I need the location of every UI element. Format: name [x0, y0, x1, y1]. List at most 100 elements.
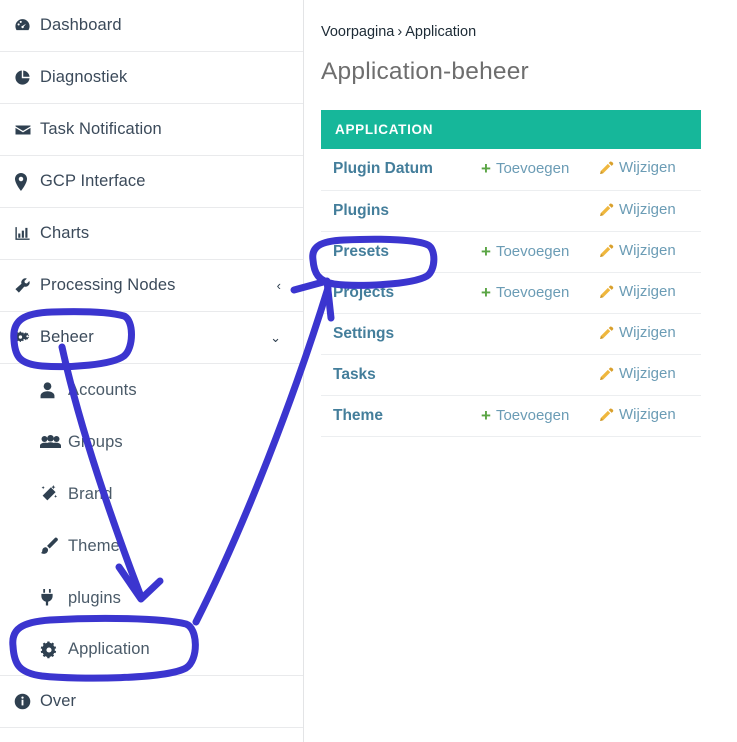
bar-chart-icon [14, 225, 40, 242]
sidebar-item-label: GCP Interface [40, 172, 146, 190]
envelope-icon [14, 121, 40, 139]
page-title: Application-beheer [321, 58, 529, 85]
pencil-icon [599, 243, 614, 258]
pencil-icon [599, 325, 614, 340]
sidebar-item-label: Charts [40, 224, 90, 242]
model-link-plugin-datum[interactable]: Plugin Datum [333, 160, 433, 178]
sidebar-item-label: Theme [68, 536, 120, 555]
sidebar-item-theme[interactable]: Theme [0, 520, 303, 572]
info-circle-icon [14, 693, 40, 710]
edit-label: Wijzigen [619, 323, 676, 341]
pencil-icon [599, 407, 614, 422]
chevron-down-icon[interactable]: ⌄ [270, 330, 281, 345]
add-label: Toevoegen [495, 406, 570, 424]
edit-link-projects[interactable]: Wijzigen [599, 283, 676, 300]
sidebar-item-label: Brand [68, 484, 113, 503]
application-models-table: APPLICATION Plugin Datum + Toevoegen Wij… [321, 110, 701, 437]
edit-label: Wijzigen [619, 364, 676, 382]
pencil-icon [599, 202, 614, 217]
gear-icon [40, 640, 68, 659]
model-link-projects[interactable]: Projects [333, 283, 395, 301]
edit-label: Wijzigen [619, 200, 676, 218]
table-row: Settings Wijzigen [321, 313, 701, 355]
cogs-icon [14, 329, 40, 346]
user-icon [40, 381, 68, 399]
add-link-theme[interactable]: + Toevoegen [481, 407, 569, 424]
edit-label: Wijzigen [619, 159, 676, 177]
table-row: Theme + Toevoegen Wijzigen [321, 395, 701, 437]
plug-icon [40, 589, 68, 607]
add-label: Toevoegen [495, 242, 570, 260]
add-label: Toevoegen [495, 160, 570, 178]
sidebar-item-over[interactable]: Over [0, 676, 303, 728]
sidebar-item-dashboard[interactable]: Dashboard [0, 0, 303, 52]
sidebar-item-accounts[interactable]: Accounts [0, 364, 303, 416]
sidebar-item-label: plugins [68, 588, 121, 607]
plus-icon: + [481, 282, 491, 302]
edit-link-tasks[interactable]: Wijzigen [599, 365, 676, 382]
table-body: Plugin Datum + Toevoegen Wijzigen [321, 149, 701, 437]
sidebar-item-label: Task Notification [40, 120, 162, 138]
sidebar-item-label: Accounts [68, 380, 137, 399]
users-icon [40, 434, 68, 450]
sidebar-item-task-notification[interactable]: Task Notification [0, 104, 303, 156]
sidebar-item-label: Dashboard [40, 16, 122, 34]
add-link-presets[interactable]: + Toevoegen [481, 243, 569, 260]
table-row: Projects + Toevoegen Wijzigen [321, 272, 701, 314]
sidebar-item-brand[interactable]: Brand [0, 468, 303, 520]
paint-brush-icon [40, 537, 68, 555]
model-link-plugins[interactable]: Plugins [333, 201, 389, 219]
chevron-left-icon[interactable]: ‹ [276, 278, 281, 293]
plus-icon: + [481, 241, 491, 261]
edit-link-settings[interactable]: Wijzigen [599, 324, 676, 341]
add-link-projects[interactable]: + Toevoegen [481, 284, 569, 301]
pencil-icon [599, 366, 614, 381]
pencil-icon [599, 284, 614, 299]
add-link-plugin-datum[interactable]: + Toevoegen [481, 160, 569, 177]
sidebar-item-charts[interactable]: Charts [0, 208, 303, 260]
sidebar-item-label: Application [68, 640, 150, 658]
breadcrumb-home[interactable]: Voorpagina [321, 24, 395, 40]
dashboard-icon [14, 17, 40, 34]
edit-link-presets[interactable]: Wijzigen [599, 242, 676, 259]
sidebar: Dashboard Diagnostiek Task Notification … [0, 0, 304, 742]
sidebar-item-application[interactable]: Application [0, 624, 303, 676]
table-row: Plugins Wijzigen [321, 190, 701, 232]
sidebar-item-label: Over [40, 692, 77, 710]
model-link-tasks[interactable]: Tasks [333, 365, 376, 383]
model-link-settings[interactable]: Settings [333, 324, 395, 342]
sidebar-item-gcp-interface[interactable]: GCP Interface [0, 156, 303, 208]
edit-label: Wijzigen [619, 241, 676, 259]
sidebar-item-label: Beheer [40, 328, 94, 346]
pencil-icon [599, 160, 614, 175]
sidebar-item-label: Processing Nodes [40, 276, 176, 294]
sidebar-item-plugins[interactable]: plugins [0, 572, 303, 624]
edit-link-theme[interactable]: Wijzigen [599, 406, 676, 423]
sidebar-item-label: Diagnostiek [40, 68, 128, 86]
add-cell-empty [481, 354, 599, 396]
edit-link-plugin-datum[interactable]: Wijzigen [599, 159, 676, 176]
pie-chart-icon [14, 69, 40, 86]
model-link-presets[interactable]: Presets [333, 242, 390, 260]
add-cell-empty [481, 313, 599, 355]
edit-label: Wijzigen [619, 405, 676, 423]
table-caption-application: APPLICATION [321, 110, 701, 149]
table-row: Presets + Toevoegen Wijzigen [321, 231, 701, 273]
table-row: Tasks Wijzigen [321, 354, 701, 396]
map-marker-icon [14, 172, 40, 191]
breadcrumb-separator: › [397, 24, 403, 40]
sidebar-item-diagnostiek[interactable]: Diagnostiek [0, 52, 303, 104]
edit-label: Wijzigen [619, 282, 676, 300]
magic-wand-icon [40, 485, 68, 503]
sidebar-item-groups[interactable]: Groups [0, 416, 303, 468]
sidebar-item-label: Groups [68, 432, 123, 451]
model-link-theme[interactable]: Theme [333, 406, 383, 424]
breadcrumb: Voorpagina›Application [321, 24, 719, 40]
sidebar-item-beheer[interactable]: Beheer ⌄ [0, 312, 303, 364]
edit-link-plugins[interactable]: Wijzigen [599, 201, 676, 218]
plus-icon: + [481, 159, 491, 179]
table-row: Plugin Datum + Toevoegen Wijzigen [321, 149, 701, 191]
main-content: Voorpagina›Application Application-behee… [305, 0, 737, 742]
sidebar-item-processing-nodes[interactable]: Processing Nodes ‹ [0, 260, 303, 312]
add-cell-empty [481, 190, 599, 232]
